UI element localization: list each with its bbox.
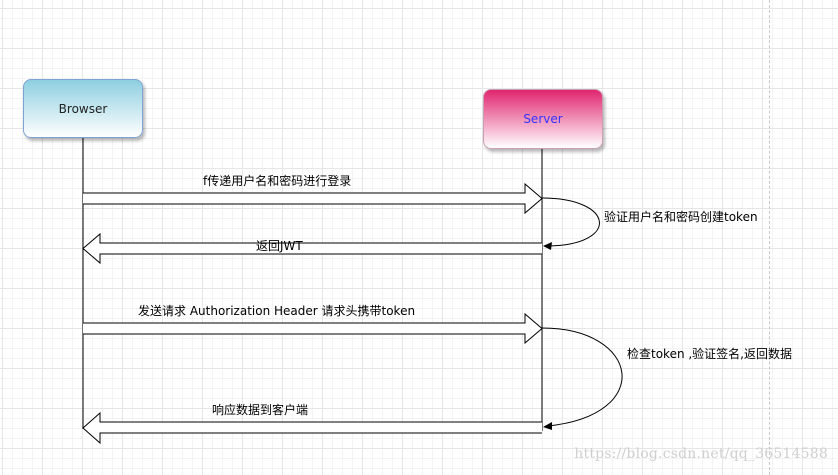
verify-self-loop xyxy=(541,197,600,247)
verify-self-loop-arrowhead xyxy=(543,242,552,250)
check-token-self-loop-arrowhead xyxy=(543,422,552,430)
watermark-url: https://blog.csdn.net/qq_36514588 xyxy=(574,446,828,462)
send-request-arrow xyxy=(83,312,543,345)
login-request-label: f传递用户名和密码进行登录 xyxy=(203,174,352,188)
respond-data-arrow xyxy=(82,411,542,445)
server-actor-box: Server xyxy=(483,89,603,149)
check-token-label: 检查token ,验证签名,返回数据 xyxy=(627,347,793,361)
browser-actor-label: Browser xyxy=(58,101,108,116)
server-actor-label: Server xyxy=(523,112,563,126)
return-jwt-label: 返回JWT xyxy=(256,239,303,253)
browser-actor-box: Browser xyxy=(23,79,143,138)
login-request-arrow xyxy=(83,182,543,215)
respond-data-label: 响应数据到客户端 xyxy=(212,403,309,417)
check-token-self-loop xyxy=(541,327,623,427)
verify-create-token-label: 验证用户名和密码创建token xyxy=(604,210,758,224)
send-request-label: 发送请求 Authorization Header 请求头携带token xyxy=(138,304,416,318)
return-jwt-arrow xyxy=(82,232,542,265)
page-boundary-line xyxy=(769,0,770,475)
